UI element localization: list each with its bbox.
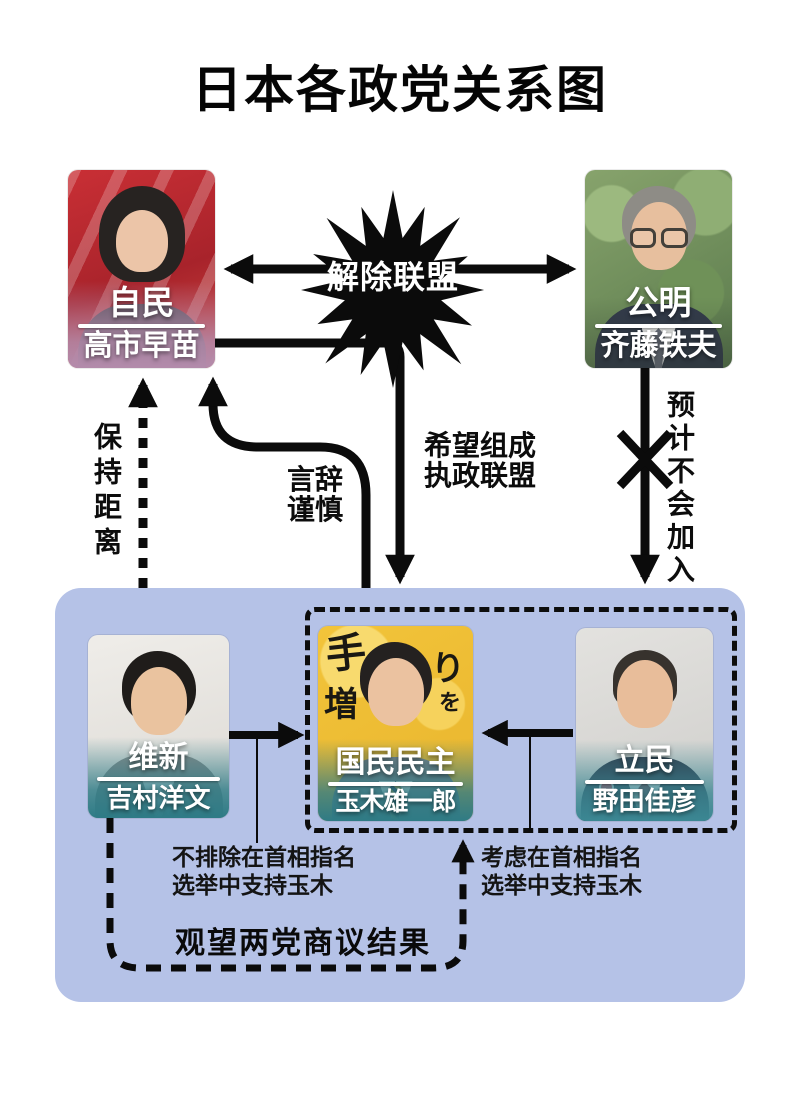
person-name: 玉木雄一郎 — [335, 787, 456, 816]
party-label: 公明 — [625, 283, 692, 321]
cdp-support-note-line1: 考虑在首相指名 — [481, 844, 642, 870]
avatar-face — [115, 210, 168, 272]
noda-photo-card: 立民 野田佳彦 — [576, 628, 713, 821]
page-title: 日本各政党关系图 — [192, 62, 608, 118]
party-label: 国民民主 — [335, 745, 456, 779]
glasses-icon — [630, 228, 688, 248]
negotiation-pair-box — [305, 607, 737, 833]
cdp-support-note-line2: 选举中支持玉木 — [481, 872, 642, 898]
watch-outcome-note: 观望两党商议结果 — [175, 927, 431, 960]
nameplate: 自民 高市早苗 — [68, 283, 215, 363]
poster-text-fragment: を — [438, 690, 461, 715]
careful-words-line1: 言辞 — [287, 464, 344, 495]
careful-words-label: 言辞 谨慎 — [287, 465, 343, 525]
party-label: 立民 — [614, 744, 675, 778]
person-name: 吉村洋文 — [106, 783, 211, 814]
coalition-hope-label: 希望组成 执政联盟 — [424, 431, 536, 491]
poster-text-fragment: り — [431, 650, 465, 688]
saito-photo-card: 公明 齐藤铁夫 — [585, 170, 732, 368]
coalition-hope-arrow — [215, 338, 415, 585]
coalition-line1: 希望组成 — [424, 430, 537, 461]
avatar-face — [616, 660, 673, 728]
name-divider — [77, 324, 206, 329]
name-divider — [328, 781, 463, 786]
nameplate: 维新 吉村洋文 — [88, 741, 229, 813]
poster-text-fragment: 増 — [324, 686, 358, 724]
burst-label: 解除联盟 — [326, 259, 459, 295]
cdp-support-note: 考虑在首相指名 选举中支持玉木 — [481, 843, 642, 899]
not-join-label: 预计不会加入 — [664, 390, 695, 588]
person-name: 齐藤铁夫 — [600, 330, 717, 363]
tamaki-photo-card: 手 り を 増 国民民主 玉木雄一郎 — [318, 626, 473, 821]
name-divider — [97, 777, 220, 782]
careful-words-line2: 谨慎 — [287, 494, 344, 525]
party-label: 维新 — [128, 741, 189, 775]
avatar-tie — [652, 328, 665, 368]
nameplate: 国民民主 玉木雄一郎 — [318, 746, 473, 817]
ishin-support-note: 不排除在首相指名 选举中支持玉木 — [172, 843, 356, 899]
photo-gradient-band — [585, 296, 732, 368]
party-label: 自民 — [108, 283, 175, 321]
tamaki-photo: 手 り を 増 — [318, 626, 473, 821]
nameplate: 立民 野田佳彦 — [576, 744, 713, 816]
yoshimura-photo-card: 维新 吉村洋文 — [88, 635, 229, 818]
name-divider — [584, 780, 705, 785]
avatar-face — [130, 667, 187, 735]
ishin-support-note-line1: 不排除在首相指名 — [172, 844, 356, 870]
saito-photo — [585, 170, 732, 368]
nameplate: 公明 齐藤铁夫 — [585, 283, 732, 363]
person-name: 野田佳彦 — [592, 786, 697, 817]
avatar-face — [367, 658, 424, 726]
keep-distance-label: 保持距离 — [91, 422, 122, 562]
name-divider — [594, 324, 723, 329]
ishin-support-note-line2: 选举中支持玉木 — [172, 872, 333, 898]
person-name: 高市早苗 — [83, 330, 200, 363]
photo-gradient-band — [318, 739, 473, 821]
takaichi-photo-card: 自民 高市早苗 — [68, 170, 215, 368]
coalition-line2: 执政联盟 — [424, 460, 537, 491]
